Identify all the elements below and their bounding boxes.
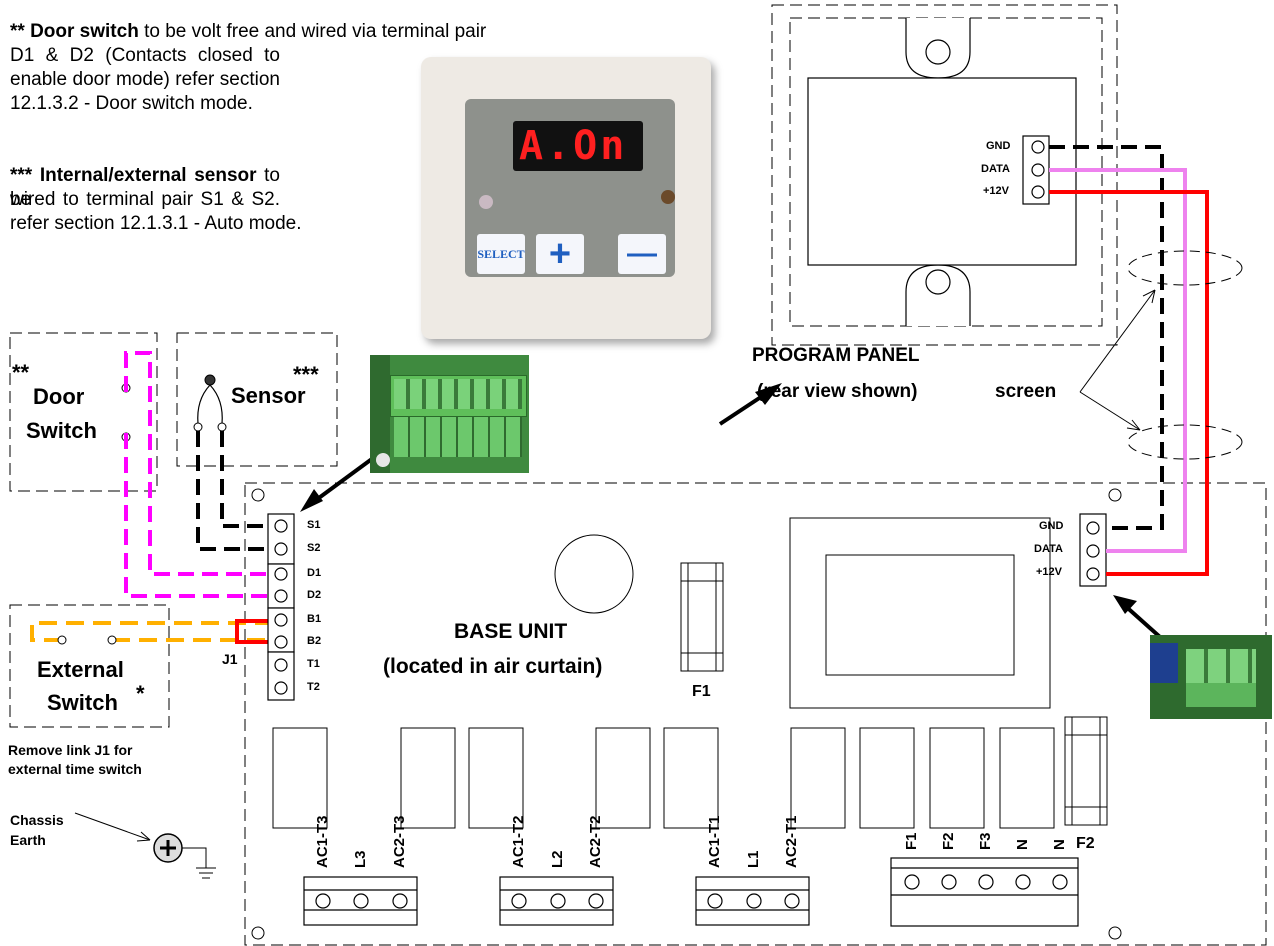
terminal-label-group1-0: AC1-T3 [314, 815, 331, 868]
door-switch-label-line2: Switch [26, 418, 97, 443]
chassis-label-line2: Earth [10, 832, 46, 848]
door-switch-note: ** Door switch to be volt free and wired… [10, 20, 714, 44]
external-switch-star: * [136, 681, 145, 706]
terminal-label-group4-0: F1 [903, 832, 920, 850]
door-switch-stars: ** [12, 360, 30, 385]
terminal-label-group3-0: AC1-T1 [706, 815, 723, 868]
external-switch-label-line2: Switch [47, 690, 118, 715]
fuse-f1-label: F1 [692, 683, 711, 700]
program-panel-gnd-label: GND [986, 140, 1011, 152]
terminal-label-group4-3: N [1014, 839, 1031, 850]
sensor-stars: *** [293, 362, 319, 387]
terminal-b1-label: B1 [307, 613, 322, 625]
terminal-label-group1-1: L3 [352, 850, 369, 868]
terminal-label-group2-2: AC2-T2 [587, 815, 604, 868]
minus-icon: — [627, 237, 657, 270]
sensor-label: Sensor [231, 383, 306, 408]
door-note-line3: enable door mode) refer section [10, 69, 280, 90]
link-j1-label: J1 [222, 651, 238, 667]
sensor-note-line1: to be [10, 165, 280, 210]
base-gnd-label: GND [1039, 520, 1064, 532]
terminal-label-group4-1: F2 [940, 832, 957, 850]
terminal-t1-label: T1 [307, 658, 320, 670]
program-panel-12v-label: +12V [983, 185, 1009, 197]
terminal-label-group4-4: N [1051, 839, 1068, 850]
display-readout: A.On [519, 123, 628, 169]
select-button[interactable]: SELECT [477, 234, 525, 274]
sensor-note-prefix: *** [10, 165, 33, 186]
base-data-label: DATA [1034, 543, 1063, 555]
chassis-label-line1: Chassis [10, 812, 64, 828]
sensor-note-line2: wired to terminal pair S1 & S2. [10, 189, 280, 210]
door-switch-label-line1: Door [33, 384, 85, 409]
terminal-t2-label: T2 [307, 681, 320, 693]
remove-link-note-line2: external time switch [8, 761, 142, 777]
display-window: A.On [513, 121, 643, 171]
program-panel-data-label: DATA [981, 163, 1010, 175]
terminal-s2-label: S2 [307, 542, 321, 554]
indicator-led-right [661, 190, 675, 204]
terminal-label-group2-0: AC1-T2 [510, 815, 527, 868]
chassis-earth-icon [154, 834, 182, 862]
sensor-note: *** Internal/external sensor to be [10, 164, 280, 212]
terminal-d1-label: D1 [307, 567, 322, 579]
base-unit-title: BASE UNIT [454, 620, 568, 643]
external-switch-label-line1: External [37, 657, 124, 682]
screen-label: screen [995, 381, 1057, 402]
terminal-d2-label: D2 [307, 589, 322, 601]
terminal-label-group3-2: AC2-T1 [783, 815, 800, 868]
terminal-s1-label: S1 [307, 519, 321, 531]
base-12v-label: +12V [1036, 566, 1062, 578]
terminal-label-group4-2: F3 [977, 832, 994, 850]
program-panel-title: PROGRAM PANEL [752, 345, 920, 366]
indicator-led-left [479, 195, 493, 209]
fuse-f2-label: F2 [1076, 835, 1095, 852]
program-panel-subtitle: (rear view shown) [757, 381, 918, 402]
door-note-line2: D1 & D2 (Contacts closed to [10, 45, 280, 66]
sensor-note-line3: refer section 12.1.3.1 - Auto mode. [10, 213, 302, 234]
door-note-line1: to be volt free and wired via terminal p… [138, 21, 487, 42]
select-button-label: SELECT [477, 247, 525, 261]
door-note-prefix: ** [10, 21, 25, 42]
base-unit-subtitle: (located in air curtain) [383, 655, 603, 678]
terminal-block-photo [370, 355, 529, 473]
terminal-b2-label: B2 [307, 635, 322, 647]
sensor-note-bold: Internal/external sensor [39, 165, 257, 186]
terminal-label-group2-1: L2 [549, 850, 566, 868]
control-panel-photo: A.On SELECT + — [421, 57, 711, 339]
minus-button[interactable]: — [618, 234, 666, 274]
data-terminal-photo [1150, 635, 1272, 719]
terminal-label-group1-2: AC2-T3 [391, 815, 408, 868]
remove-link-note-line1: Remove link J1 for [8, 742, 133, 758]
door-note-line4: 12.1.3.2 - Door switch mode. [10, 93, 253, 114]
door-note-bold: Door switch [30, 21, 139, 42]
terminal-label-group3-1: L1 [745, 850, 762, 868]
plus-icon: + [548, 233, 572, 275]
plus-button[interactable]: + [536, 234, 584, 274]
